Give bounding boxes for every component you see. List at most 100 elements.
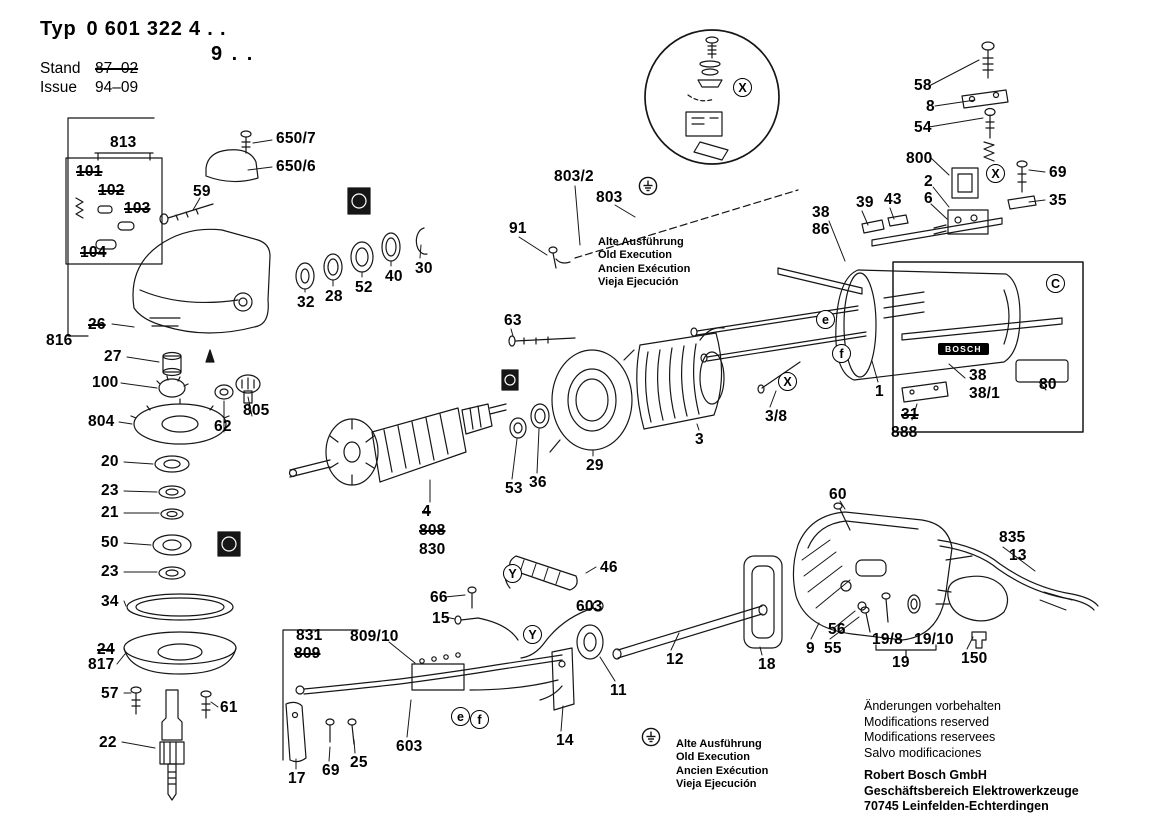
part-label-603: 603: [396, 738, 423, 755]
circled-Y-symbol: Y: [523, 625, 542, 644]
part-label-25: 25: [350, 754, 368, 771]
circled-f-symbol: f: [470, 710, 489, 729]
part-label-36: 36: [529, 474, 547, 491]
part-label-61: 61: [220, 699, 238, 716]
legal-note: Änderungen vorbehalten Modifications res…: [864, 699, 1079, 815]
detail-circle-inset: [644, 29, 780, 165]
spindle-tube-drawing: [551, 555, 783, 711]
part-label-29: 29: [586, 457, 604, 474]
switch-harness-drawing: [285, 652, 563, 763]
note-line: Vieja Ejecución: [598, 276, 679, 289]
part-label-104: 104: [80, 244, 107, 261]
part-label-38: 38: [812, 204, 830, 221]
typ-label: Typ: [40, 18, 77, 40]
part-label-650-6: 650/6: [276, 158, 316, 175]
bosch-logo: BOSCH: [938, 343, 989, 355]
part-label-28: 28: [325, 288, 343, 305]
lead-wire-803: [548, 189, 799, 269]
circled-Y-symbol: Y: [503, 564, 522, 583]
legal-line: Modifications reservees: [864, 730, 996, 744]
earth-ground-icon: [638, 176, 658, 196]
part-label-22: 22: [99, 734, 117, 751]
part-label-80: 80: [1039, 376, 1057, 393]
part-label-19: 19: [892, 654, 910, 671]
part-label-20: 20: [101, 453, 119, 470]
bearing-flange-drawing: [508, 335, 635, 453]
motor-housing-drawing: [835, 269, 1021, 381]
part-label-8: 8: [926, 98, 935, 115]
part-label-817: 817: [88, 656, 115, 673]
circled-C-symbol: C: [1046, 274, 1065, 293]
part-label-803: 803: [596, 189, 623, 206]
part-label-888: 888: [891, 424, 918, 441]
part-label-38-1: 38/1: [969, 385, 1000, 402]
part-label-3: 3: [695, 431, 704, 448]
note-line: Old Execution: [676, 751, 750, 764]
legal-line: Modifications reserved: [864, 714, 990, 729]
part-label-3-8: 3/8: [765, 408, 788, 425]
brush-and-wires: [454, 555, 604, 659]
part-label-30: 30: [415, 260, 433, 277]
part-label-86: 86: [812, 221, 830, 238]
part-label-69: 69: [322, 762, 340, 779]
part-label-4: 4: [422, 503, 431, 520]
type-number-line2: 9 . .: [211, 43, 255, 65]
company-line: 70745 Leinfelden-Echterdingen: [864, 799, 1049, 813]
handle-drawing: [792, 502, 973, 641]
part-label-43: 43: [884, 191, 902, 208]
circled-e-symbol: e: [816, 310, 835, 329]
part-label-19-8: 19/8: [872, 631, 903, 648]
part-label-91: 91: [509, 220, 527, 237]
stator-drawing: [636, 327, 801, 430]
note-line: Alte Ausführung: [598, 236, 684, 248]
part-label-17: 17: [288, 770, 306, 787]
typ-value: 0 601 322 4 . .: [86, 18, 227, 40]
part-label-14: 14: [556, 732, 574, 749]
circled-e-symbol: e: [451, 707, 470, 726]
part-label-100: 100: [92, 374, 119, 391]
circled-X-symbol: X: [778, 372, 797, 391]
part-label-58: 58: [914, 77, 932, 94]
part-label-813: 813: [110, 134, 137, 151]
part-label-60: 60: [829, 486, 847, 503]
note-line: Alte Ausführung: [676, 738, 762, 750]
part-label-38: 38: [969, 367, 987, 384]
cable-plug-drawing: [935, 539, 1099, 649]
part-label-102: 102: [98, 182, 125, 199]
part-label-103: 103: [124, 200, 151, 217]
part-label-809-10: 809/10: [350, 628, 399, 645]
part-label-31: 31: [901, 406, 919, 423]
part-label-804: 804: [88, 413, 115, 430]
company-address: Robert Bosch GmbH Geschäftsbereich Elekt…: [864, 768, 1079, 815]
part-label-2: 2: [924, 173, 933, 190]
part-label-150: 150: [961, 650, 988, 667]
part-label-24: 24: [97, 641, 115, 658]
company-line: Geschäftsbereich Elektrowerkzeuge: [864, 783, 1079, 798]
part-label-6: 6: [924, 190, 933, 207]
part-label-1: 1: [875, 383, 884, 400]
part-label-11: 11: [610, 682, 627, 699]
part-label-800: 800: [906, 150, 933, 167]
part-label-56: 56: [828, 621, 846, 638]
part-label-18: 18: [758, 656, 776, 673]
type-number-line: Typ 0 601 322 4 . .: [40, 18, 226, 41]
part-label-69: 69: [1049, 164, 1067, 181]
old-execution-note: Alte Ausführung Old Execution Ancien Exé…: [676, 738, 768, 792]
note-line: Ancien Exécution: [676, 764, 769, 777]
part-label-650-7: 650/7: [276, 130, 316, 147]
part-label-52: 52: [355, 279, 373, 296]
circled-X-symbol: X: [733, 78, 752, 97]
circled-f-symbol: f: [832, 344, 851, 363]
part-label-26: 26: [88, 316, 106, 333]
part-label-603: 603: [576, 598, 603, 615]
part-label-62: 62: [214, 418, 232, 435]
part-label-39: 39: [856, 194, 874, 211]
part-label-35: 35: [1049, 192, 1067, 209]
field-bars-and-plates: [777, 214, 1069, 403]
part-label-13: 13: [1009, 547, 1027, 564]
part-label-803-2: 803/2: [554, 168, 594, 185]
part-label-23: 23: [101, 482, 119, 499]
stand-value: 87–02: [95, 60, 139, 77]
